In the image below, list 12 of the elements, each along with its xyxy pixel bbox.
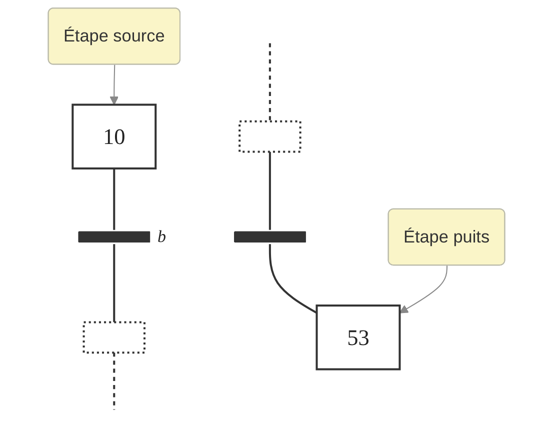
node-box: 10	[72, 104, 157, 170]
arrow	[399, 266, 448, 314]
connector	[268, 152, 271, 230]
transition-condition: b	[158, 226, 166, 247]
connector	[113, 244, 116, 322]
connector	[113, 168, 116, 230]
node-box	[238, 120, 302, 153]
node-box	[82, 321, 146, 354]
node-box: 53	[316, 304, 401, 370]
arrow	[110, 64, 119, 106]
connector	[268, 43, 271, 122]
connector	[268, 244, 318, 314]
